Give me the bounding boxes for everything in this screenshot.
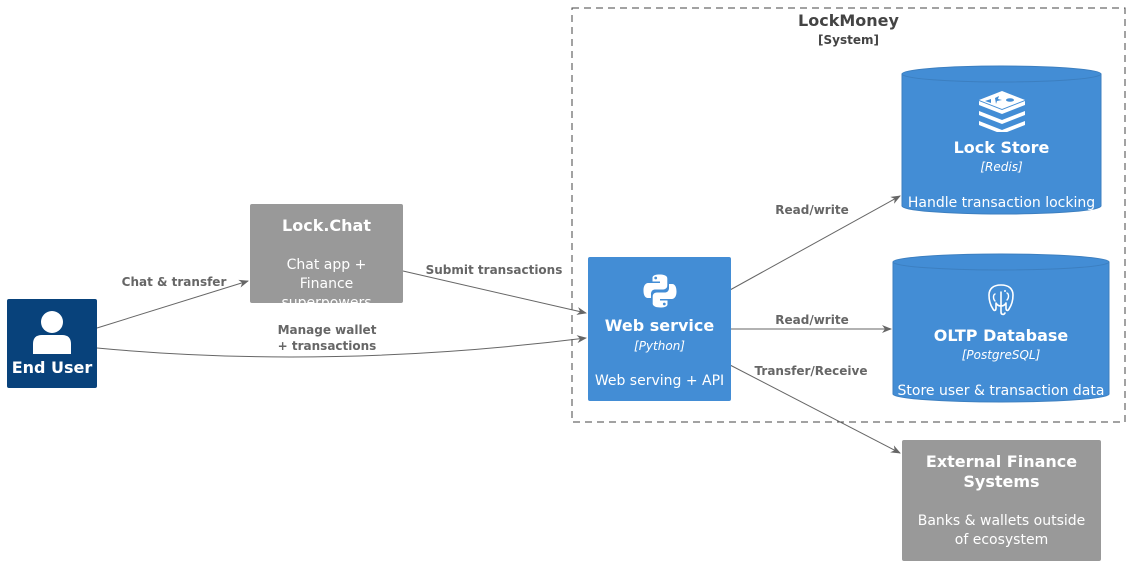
edge-submit-transactions — [402, 270, 587, 315]
edge-label-rw-db: Read/write — [775, 313, 849, 327]
person-icon — [33, 311, 71, 354]
lock-chat-node[interactable]: Lock.Chat Chat app + Finance superpowers — [250, 204, 403, 311]
edge-label-manage-wallet: Manage wallet + transactions — [277, 323, 377, 353]
external-finance-desc: Banks & wallets outside of ecosystem — [917, 513, 1086, 548]
edge-transfer-receive — [729, 364, 901, 454]
lock-store-node[interactable]: Lock Store [Redis] Handle transaction lo… — [902, 82, 1101, 214]
boundary-type: [System] — [818, 33, 879, 47]
edge-label-submit-transactions: Submit transactions — [425, 263, 563, 277]
boundary-title: LockMoney — [798, 11, 899, 30]
lock-store-name: Lock Store — [953, 138, 1050, 157]
system-boundary — [571, 7, 1126, 423]
python-icon — [643, 274, 677, 308]
edge-manage-wallet — [96, 335, 587, 358]
lock-store-tech: [Redis] — [980, 160, 1023, 174]
redis-icon — [979, 91, 1025, 132]
lock-chat-name: Lock.Chat — [282, 216, 371, 235]
end-user-name: End User — [11, 358, 93, 377]
postgresql-icon — [988, 284, 1014, 316]
web-service-name: Web service — [604, 316, 715, 335]
oltp-db-shape — [892, 253, 1110, 403]
web-service-tech: [Python] — [634, 339, 685, 353]
oltp-db-node[interactable]: OLTP Database [PostgreSQL] Store user & … — [893, 270, 1109, 402]
edge-label-chat-transfer: Chat & transfer — [121, 275, 227, 289]
web-service-node[interactable]: Web service [Python] Web serving + API — [588, 257, 731, 401]
lock-chat-desc: Chat app + Finance superpowers — [281, 257, 372, 311]
end-user-node[interactable]: End User — [7, 299, 97, 388]
edge-rw-store — [729, 195, 901, 291]
external-finance-name: External Finance Systems — [925, 452, 1078, 491]
edge-chat-transfer — [96, 279, 249, 329]
edge-label-rw-store: Read/write — [775, 203, 849, 217]
external-finance-node[interactable]: External Finance Systems Banks & wallets… — [902, 440, 1101, 561]
oltp-db-name: OLTP Database — [933, 326, 1069, 345]
lock-store-shape — [901, 65, 1102, 215]
web-service-desc: Web serving + API — [594, 373, 725, 389]
oltp-db-desc: Store user & transaction data — [897, 383, 1105, 399]
edge-label-transfer-receive: Transfer/Receive — [754, 364, 868, 378]
lock-store-desc: Handle transaction locking — [907, 195, 1096, 211]
oltp-db-tech: [PostgreSQL] — [961, 348, 1041, 362]
